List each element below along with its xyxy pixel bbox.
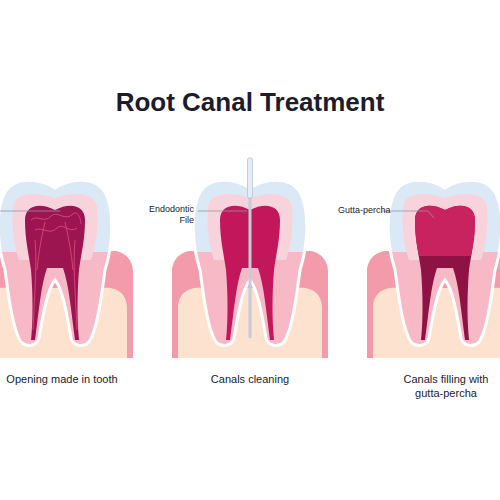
step-caption: Canals filling with gutta-percha	[394, 373, 498, 401]
leader-line	[0, 211, 60, 212]
part-label: Endodontic File	[134, 204, 194, 227]
step-caption: Opening made in tooth	[0, 373, 124, 387]
endodontic-file	[248, 158, 253, 338]
leader-line	[198, 211, 247, 212]
tooth-cleaning	[172, 180, 328, 362]
step-caption: Canals cleaning	[180, 373, 320, 387]
diagram-title: Root Canal Treatment	[50, 86, 450, 119]
tooth-opening	[0, 180, 133, 362]
part-label: Gutta-percha	[338, 205, 408, 216]
